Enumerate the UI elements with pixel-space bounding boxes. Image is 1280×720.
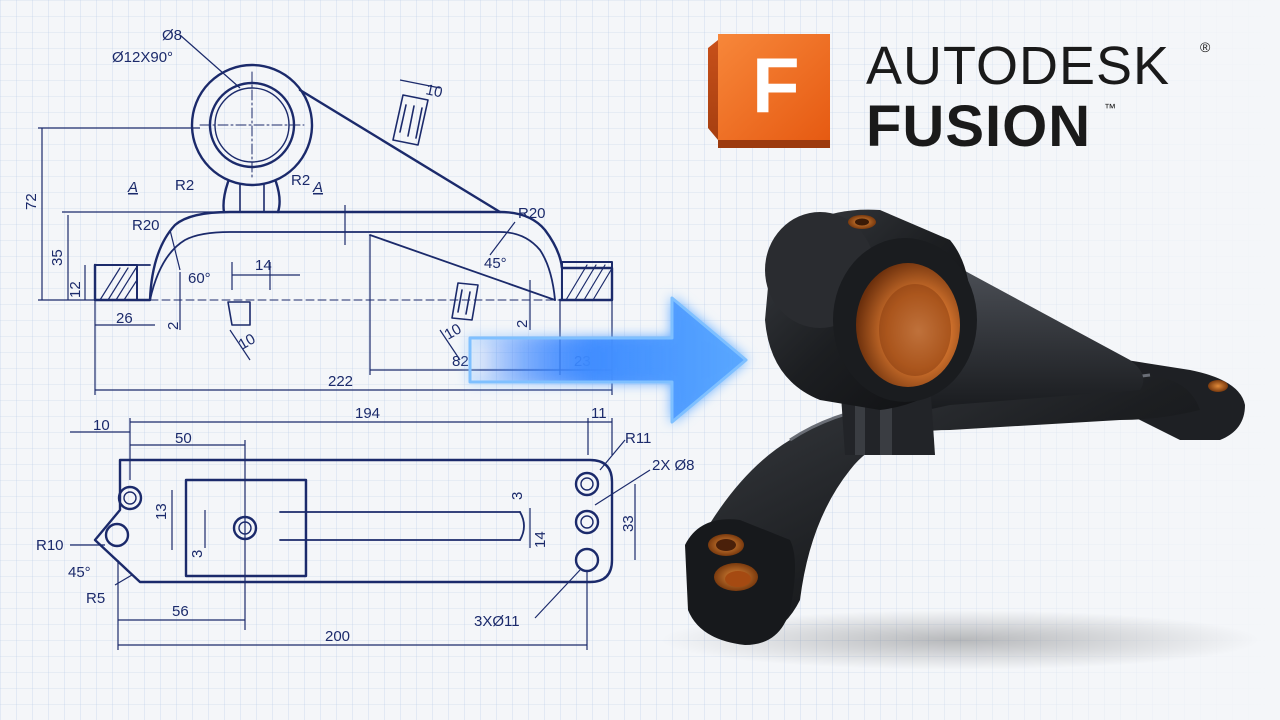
section-label-left: A [127, 179, 138, 196]
glowing-arrow [468, 296, 748, 424]
registered-mark: ® [1200, 39, 1211, 55]
dim-len-50: 50 [175, 430, 192, 447]
dim-len-56: 56 [172, 603, 189, 620]
dim-angle-45-top: 45° [68, 564, 91, 581]
top-view-drawing [93, 458, 614, 584]
dim-fillet-r2-left: R2 [175, 177, 194, 194]
dim-holes-3x: 3XØ11 [474, 613, 520, 630]
rib-outline [298, 88, 502, 214]
dim-height-overall: 72 [23, 193, 40, 210]
dim-height-mid: 35 [49, 249, 66, 266]
dim-len-194: 194 [355, 405, 380, 422]
dim-w-3-right: 3 [509, 492, 526, 500]
logo-tile-side [708, 40, 718, 140]
trademark-mark: ™ [1104, 101, 1116, 115]
boss-outer-circle [190, 63, 314, 187]
dim-fillet-r20-left: R20 [132, 217, 160, 234]
section-label-right: A [312, 179, 323, 196]
dim-pad-left: 26 [116, 310, 133, 327]
logo-letter: F [752, 41, 800, 129]
dim-span-222: 222 [328, 373, 353, 390]
dim-fillet-r20-right: R20 [518, 205, 546, 222]
top-view-labels: 10 194 11 50 R11 2X Ø8 13 3 3 33 14 R10 … [36, 405, 695, 645]
logo-tile [718, 34, 830, 140]
dim-countersink: Ø12X90° [112, 49, 173, 66]
dim-len-11: 11 [591, 405, 607, 422]
dim-height-base: 12 [67, 281, 84, 298]
dim-angle-45: 45° [484, 255, 507, 272]
pad-rectangle [184, 478, 308, 578]
front-view-labels: Ø8 Ø12X90° 10 72 35 12 A A R2 R2 R20 R20… [23, 27, 591, 390]
dim-rib-width: 14 [255, 257, 272, 274]
dim-w-3-left: 3 [189, 550, 206, 558]
dim-h-13: 13 [153, 503, 170, 520]
rendered-bracket [660, 209, 1260, 670]
dim-slot-width-top: 10 [424, 81, 444, 101]
dim-len-200: 200 [325, 628, 350, 645]
dim-slot-width-bottom-left: 10 [236, 330, 259, 353]
arch-outline [93, 210, 614, 302]
plate-outline [93, 458, 614, 584]
dim-hole-diameter: Ø8 [162, 27, 182, 44]
dim-angle-60: 60° [188, 270, 211, 287]
dim-step-right: 2 [514, 320, 531, 328]
brand-name-fusion: FUSION [866, 94, 1091, 159]
top-view-dimension-lines [70, 418, 651, 650]
dim-r10: R10 [36, 537, 64, 554]
brand-name-autodesk: AUTODESK [866, 36, 1170, 96]
front-view-drawing [93, 63, 614, 326]
dim-span-82: 82 [452, 353, 469, 370]
dim-fillet-r2-right: R2 [291, 172, 310, 189]
dim-h-33: 33 [620, 515, 637, 532]
dim-r11: R11 [625, 430, 651, 447]
dim-holes-2x: 2X Ø8 [652, 457, 695, 474]
dim-slot-width-bottom-right: 10 [442, 320, 465, 343]
dim-h-14: 14 [532, 531, 549, 548]
fusion-logo: F [708, 34, 830, 148]
dim-len-10: 10 [93, 417, 110, 434]
dim-r5: R5 [86, 590, 105, 607]
dim-step-left: 2 [165, 322, 182, 330]
